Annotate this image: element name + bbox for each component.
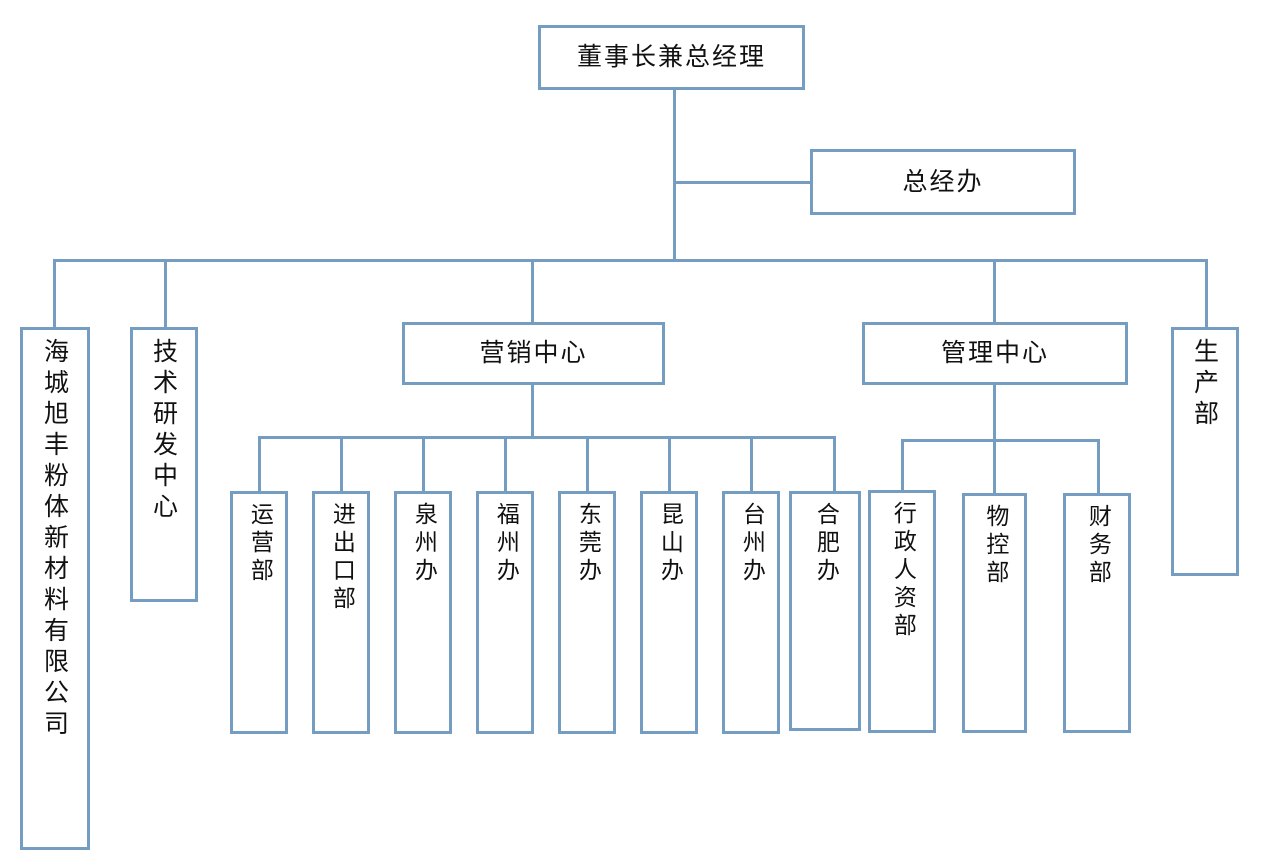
node-marketing-center-label: 营销中心 — [479, 338, 588, 368]
node-chairman-label: 董事长兼总经理 — [576, 42, 766, 72]
node-marketing-child-3-label: 泉州办 — [410, 502, 437, 586]
node-management-child-1-label: 行政人资部 — [889, 501, 916, 641]
node-management-child-2-label: 物控部 — [981, 504, 1008, 588]
node-company-label: 海城旭丰粉体新材料有限公司 — [40, 338, 70, 741]
connector-drop-management-3 — [1097, 439, 1100, 494]
node-marketing-child-4[interactable]: 福州办 — [476, 491, 534, 734]
connector-drop-marketing-7 — [750, 436, 753, 491]
connector-management-stem — [993, 384, 996, 442]
node-marketing-center[interactable]: 营销中心 — [402, 322, 665, 385]
node-production-dept-label: 生产部 — [1190, 338, 1220, 431]
connector-to-gm-office — [673, 181, 813, 184]
connector-main-bus — [53, 259, 1208, 262]
node-management-child-1[interactable]: 行政人资部 — [868, 490, 936, 733]
node-marketing-child-4-label: 福州办 — [492, 502, 519, 586]
node-marketing-child-8-label: 合肥办 — [812, 502, 839, 586]
connector-drop-management-center — [993, 259, 996, 323]
node-company[interactable]: 海城旭丰粉体新材料有限公司 — [20, 327, 90, 850]
node-marketing-child-3[interactable]: 泉州办 — [394, 491, 452, 734]
node-marketing-child-5-label: 东莞办 — [574, 502, 601, 586]
connector-drop-company — [53, 259, 56, 327]
node-management-child-3[interactable]: 财务部 — [1063, 493, 1131, 733]
node-management-child-2[interactable]: 物控部 — [962, 493, 1027, 733]
node-management-child-3-label: 财务部 — [1084, 504, 1111, 588]
connector-drop-marketing-2 — [340, 436, 343, 491]
node-management-center-label: 管理中心 — [940, 338, 1049, 368]
node-marketing-child-1-label: 运营部 — [246, 502, 273, 586]
node-rd-center-label: 技术研发中心 — [149, 338, 179, 524]
node-marketing-child-1[interactable]: 运营部 — [230, 491, 288, 734]
connector-drop-marketing-1 — [258, 436, 261, 491]
node-chairman[interactable]: 董事长兼总经理 — [538, 25, 805, 90]
node-marketing-child-6[interactable]: 昆山办 — [640, 491, 698, 734]
connector-drop-marketing-3 — [422, 436, 425, 491]
node-marketing-child-8[interactable]: 合肥办 — [789, 491, 861, 731]
node-gm-office[interactable]: 总经办 — [810, 149, 1076, 215]
connector-drop-rd-center — [164, 259, 167, 327]
node-marketing-child-6-label: 昆山办 — [656, 502, 683, 586]
node-marketing-child-2-label: 进出口部 — [328, 502, 355, 614]
connector-drop-marketing-8 — [833, 436, 836, 491]
node-production-dept[interactable]: 生产部 — [1171, 327, 1239, 576]
connector-management-bus — [901, 439, 1100, 442]
node-marketing-child-7[interactable]: 台州办 — [722, 491, 780, 734]
connector-marketing-bus — [258, 436, 836, 439]
connector-drop-marketing-6 — [668, 436, 671, 491]
connector-drop-management-2 — [993, 439, 996, 494]
node-marketing-child-5[interactable]: 东莞办 — [558, 491, 616, 734]
connector-drop-marketing-5 — [586, 436, 589, 491]
node-gm-office-label: 总经办 — [902, 166, 984, 196]
connector-drop-marketing-4 — [504, 436, 507, 491]
connector-marketing-stem — [531, 384, 534, 439]
connector-drop-management-1 — [901, 439, 904, 491]
connector-drop-production-dept — [1205, 259, 1208, 327]
node-marketing-child-7-label: 台州办 — [738, 502, 765, 586]
node-marketing-child-2[interactable]: 进出口部 — [312, 491, 370, 734]
connector-drop-marketing-center — [531, 259, 534, 323]
connector-chairman-trunk — [673, 90, 676, 262]
node-management-center[interactable]: 管理中心 — [862, 322, 1128, 385]
node-rd-center[interactable]: 技术研发中心 — [130, 327, 198, 602]
